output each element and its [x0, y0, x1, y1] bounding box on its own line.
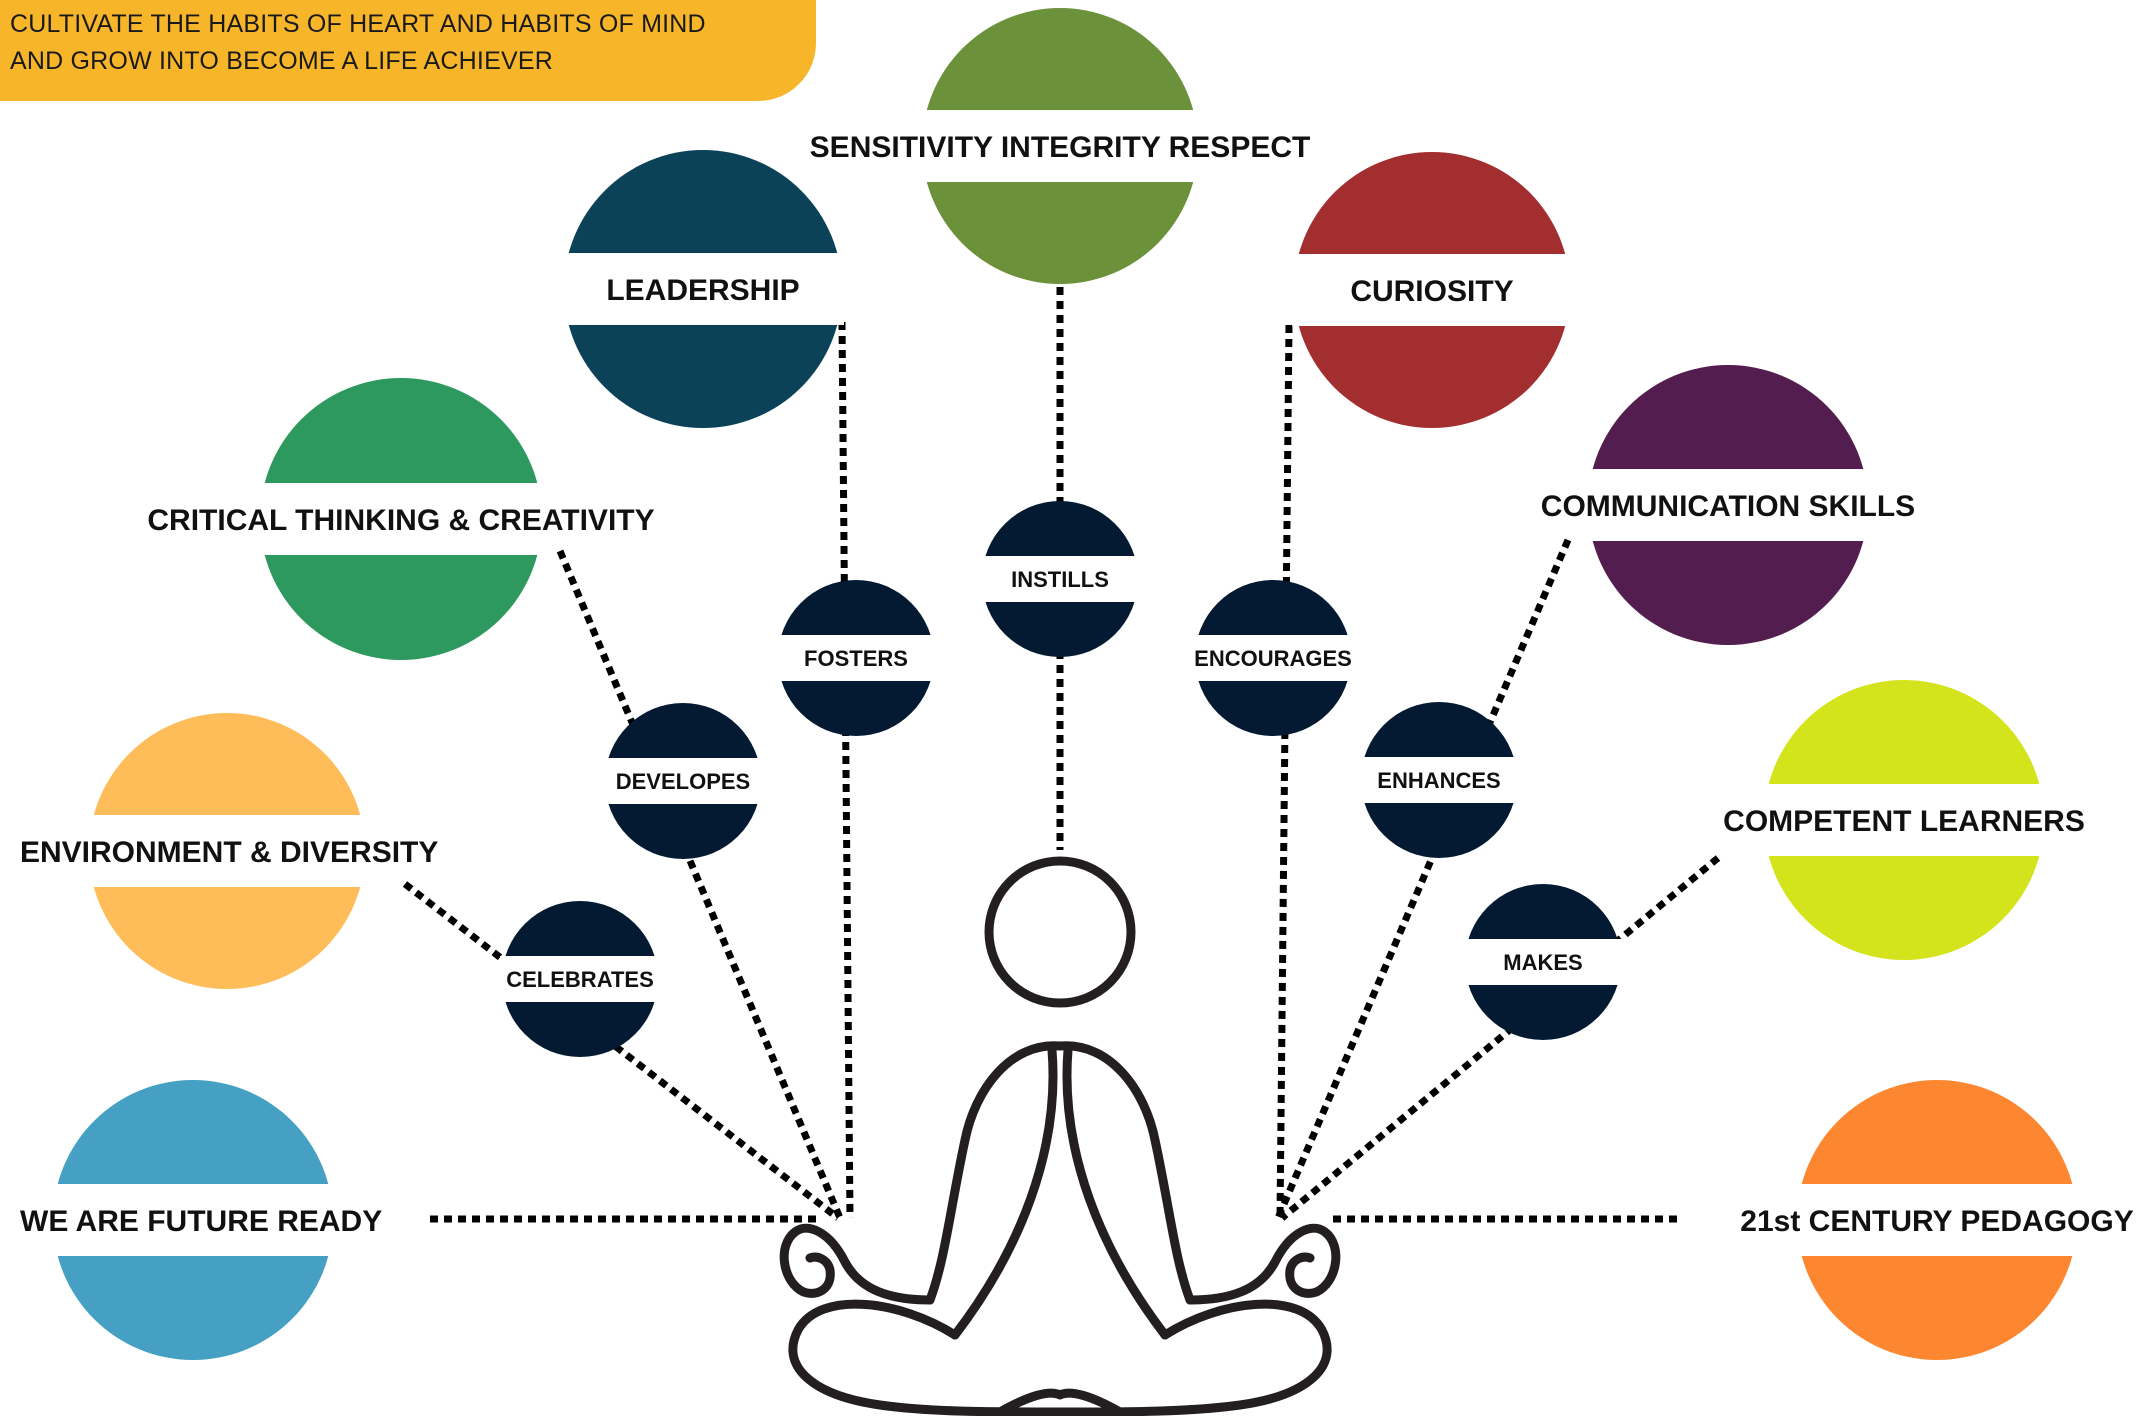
connector-line-8 [1274, 538, 1572, 1220]
connector-line-5 [838, 321, 854, 1219]
value-node-environment-diversity: ENVIRONMENT & DIVERSITY [20, 713, 438, 989]
verb-band-fosters [776, 635, 936, 681]
banner-text-line-2: AND GROW INTO BECOME A LIFE ACHIEVER [10, 47, 553, 75]
value-label-21st-century-pedagogy: 21st CENTURY PEDAGOGY [1740, 1205, 2133, 1238]
value-band-21st-century-pedagogy [1795, 1184, 2079, 1256]
verb-band-enhances [1359, 757, 1519, 803]
value-band-communication-skills [1586, 469, 1870, 541]
value-label-competent-learners: COMPETENT LEARNERS [1723, 805, 2085, 838]
value-band-competent-learners [1762, 784, 2046, 856]
value-label-communication-skills: COMMUNICATION SKILLS [1541, 490, 1915, 523]
verb-band-makes [1463, 939, 1623, 985]
value-band-sensitivity-integrity-respect [920, 110, 1200, 182]
value-band-environment-diversity [87, 815, 367, 887]
verb-node-makes: MAKES [1463, 884, 1623, 1040]
value-band-leadership [562, 253, 844, 325]
value-band-we-are-future-ready [51, 1184, 335, 1256]
value-node-sensitivity-integrity-respect: SENSITIVITY INTEGRITY RESPECT [810, 8, 1311, 284]
value-circles: WE ARE FUTURE READY ENVIRONMENT & DIVERSI… [20, 8, 2134, 1360]
value-node-curiosity: CURIOSITY [1292, 152, 1572, 428]
verb-band-encourages [1193, 635, 1353, 681]
verb-band-developes [603, 758, 763, 804]
value-node-leadership: LEADERSHIP [562, 150, 844, 428]
verb-circles: CELEBRATES DEVELOPES FOSTERS INSTILLS ENCOUR… [500, 501, 1623, 1057]
verb-band-instills [980, 556, 1140, 602]
connector-line-7 [1276, 324, 1293, 1219]
verb-node-enhances: ENHANCES [1359, 702, 1519, 858]
value-band-curiosity [1292, 254, 1572, 326]
verb-label-fosters: FOSTERS [804, 646, 908, 671]
verb-node-celebrates: CELEBRATES [500, 901, 660, 1057]
connector-line-4 [556, 549, 844, 1220]
verb-label-encourages: ENCOURAGES [1194, 646, 1352, 671]
value-band-critical-thinking-creativity [258, 483, 544, 555]
value-node-21st-century-pedagogy: 21st CENTURY PEDAGOGY [1740, 1080, 2134, 1360]
verb-node-encourages: ENCOURAGES [1193, 580, 1353, 736]
verb-label-makes: MAKES [1503, 950, 1582, 975]
verb-label-celebrates: CELEBRATES [506, 967, 654, 992]
value-label-environment-diversity: ENVIRONMENT & DIVERSITY [20, 836, 438, 869]
value-node-communication-skills: COMMUNICATION SKILLS [1541, 365, 1915, 645]
value-node-critical-thinking-creativity: CRITICAL THINKING & CREATIVITY [147, 378, 655, 660]
connector-lines [402, 287, 1721, 1223]
verb-label-instills: INSTILLS [1011, 567, 1109, 592]
connector-line-9 [1279, 855, 1721, 1221]
value-node-we-are-future-ready: WE ARE FUTURE READY [20, 1080, 382, 1360]
verb-node-instills: INSTILLS [980, 501, 1140, 657]
value-label-sensitivity-integrity-respect: SENSITIVITY INTEGRITY RESPECT [810, 131, 1311, 164]
verb-band-celebrates [500, 956, 660, 1002]
banner-text-line-1: CULTIVATE THE HABITS OF HEART AND HABITS… [10, 10, 706, 38]
value-label-critical-thinking-creativity: CRITICAL THINKING & CREATIVITY [147, 504, 654, 537]
verb-node-fosters: FOSTERS [776, 580, 936, 736]
verb-label-enhances: ENHANCES [1377, 768, 1500, 793]
value-label-leadership: LEADERSHIP [606, 274, 799, 307]
header-banner: CULTIVATE THE HABITS OF HEART AND HABITS… [0, 0, 816, 101]
value-label-curiosity: CURIOSITY [1350, 275, 1513, 308]
verb-label-developes: DEVELOPES [616, 769, 750, 794]
value-node-competent-learners: COMPETENT LEARNERS [1723, 680, 2085, 960]
connector-line-3 [402, 881, 841, 1221]
meditating-person-icon [779, 856, 1341, 1416]
verb-node-developes: DEVELOPES [603, 703, 763, 859]
value-label-we-are-future-ready: WE ARE FUTURE READY [20, 1205, 382, 1238]
